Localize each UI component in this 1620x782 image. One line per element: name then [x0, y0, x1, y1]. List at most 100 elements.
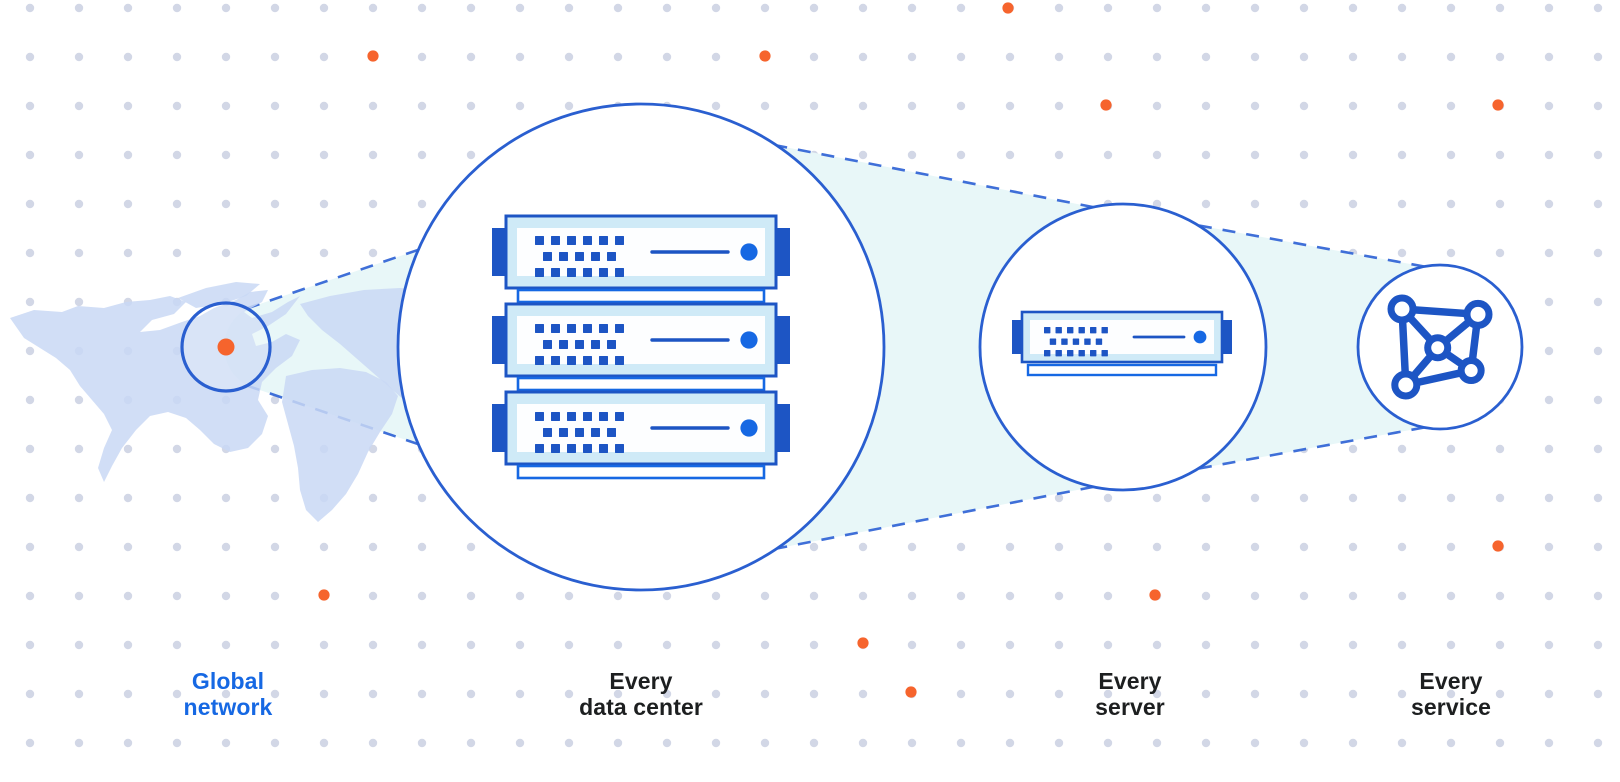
server-vent-dot: [535, 356, 544, 365]
scale-circle-global-network: [180, 301, 272, 393]
server-vent-dot: [551, 268, 560, 277]
grid-dot: [1201, 52, 1211, 62]
grid-dot: [270, 738, 280, 748]
grid-dot: [1250, 640, 1260, 650]
server-unit-icon: [1012, 310, 1232, 377]
grid-dot: [662, 640, 672, 650]
grid-dot: [1201, 542, 1211, 552]
grid-dot: [1495, 640, 1505, 650]
grid-dot-accent: [1002, 2, 1014, 14]
server-rack-icon: [492, 214, 790, 480]
grid-dot: [74, 199, 84, 209]
server-vent-dot: [615, 324, 624, 333]
grid-dot-accent: [905, 686, 917, 698]
grid-dot: [25, 738, 35, 748]
grid-dot: [1495, 150, 1505, 160]
grid-dot: [270, 150, 280, 160]
grid-dot: [368, 3, 378, 13]
grid-dot: [1250, 3, 1260, 13]
grid-dot: [760, 689, 770, 699]
grid-dot: [711, 640, 721, 650]
grid-dot: [1593, 444, 1603, 454]
grid-dot: [221, 640, 231, 650]
grid-dot: [1250, 199, 1260, 209]
service-network-icon: [1387, 294, 1493, 400]
grid-dot: [809, 52, 819, 62]
grid-dot: [1397, 444, 1407, 454]
grid-dot: [123, 444, 133, 454]
grid-dot: [1152, 3, 1162, 13]
grid-dot: [711, 101, 721, 111]
grid-dot: [74, 591, 84, 601]
server-vent-dot: [1055, 327, 1062, 334]
grid-dot: [1054, 101, 1064, 111]
grid-dot: [711, 689, 721, 699]
server-vent-dot: [551, 444, 560, 453]
grid-dot: [760, 640, 770, 650]
grid-dot: [172, 591, 182, 601]
grid-dot: [1005, 689, 1015, 699]
grid-dot: [760, 738, 770, 748]
grid-dot: [1348, 542, 1358, 552]
grid-dot: [907, 542, 917, 552]
server-vent-dot: [551, 356, 560, 365]
grid-dot: [515, 101, 525, 111]
grid-dot: [1544, 738, 1554, 748]
grid-dot: [1103, 640, 1113, 650]
grid-dot: [368, 248, 378, 258]
grid-dot: [466, 591, 476, 601]
grid-dot: [1201, 689, 1211, 699]
grid-dot: [368, 150, 378, 160]
grid-dot: [1544, 444, 1554, 454]
server-rack-plate: [516, 288, 766, 304]
grid-dot: [1397, 591, 1407, 601]
grid-dot: [1593, 199, 1603, 209]
server-vent-dot: [1095, 338, 1103, 345]
grid-dot: [466, 542, 476, 552]
grid-dot: [858, 591, 868, 601]
grid-dot: [25, 248, 35, 258]
server-vent-dot: [591, 428, 600, 437]
grid-dot: [417, 199, 427, 209]
grid-dot: [1348, 640, 1358, 650]
grid-dot: [74, 3, 84, 13]
grid-dot-accent: [318, 589, 330, 601]
grid-dot: [172, 150, 182, 160]
grid-dot: [809, 738, 819, 748]
grid-dot: [956, 738, 966, 748]
grid-dot: [956, 3, 966, 13]
grid-dot: [25, 150, 35, 160]
server-vent-dot: [551, 412, 560, 421]
grid-dot: [564, 689, 574, 699]
grid-dot: [1299, 542, 1309, 552]
grid-dot: [1348, 493, 1358, 503]
grid-dot: [1348, 591, 1358, 601]
grid-dot: [221, 738, 231, 748]
grid-dot: [466, 3, 476, 13]
grid-dot: [711, 591, 721, 601]
grid-dot: [417, 738, 427, 748]
grid-dot: [123, 248, 133, 258]
grid-dot: [123, 52, 133, 62]
grid-dot: [1593, 591, 1603, 601]
grid-dot: [221, 199, 231, 209]
grid-dot: [858, 3, 868, 13]
grid-dot: [1544, 689, 1554, 699]
grid-dot: [25, 3, 35, 13]
server-vent-dot: [543, 340, 552, 349]
grid-dot: [515, 738, 525, 748]
grid-dot: [515, 689, 525, 699]
grid-dot: [123, 640, 133, 650]
grid-dot: [956, 689, 966, 699]
grid-dot: [1201, 591, 1211, 601]
grid-dot: [74, 542, 84, 552]
grid-dot: [25, 199, 35, 209]
server-vent-dot: [1101, 327, 1108, 334]
grid-dot: [809, 542, 819, 552]
server-vent-dot: [1090, 350, 1097, 357]
server-vent-dot: [1044, 327, 1051, 334]
grid-dot: [172, 3, 182, 13]
grid-dot: [1152, 52, 1162, 62]
server-vent-dot: [1044, 350, 1051, 357]
grid-dot-accent: [1149, 589, 1161, 601]
